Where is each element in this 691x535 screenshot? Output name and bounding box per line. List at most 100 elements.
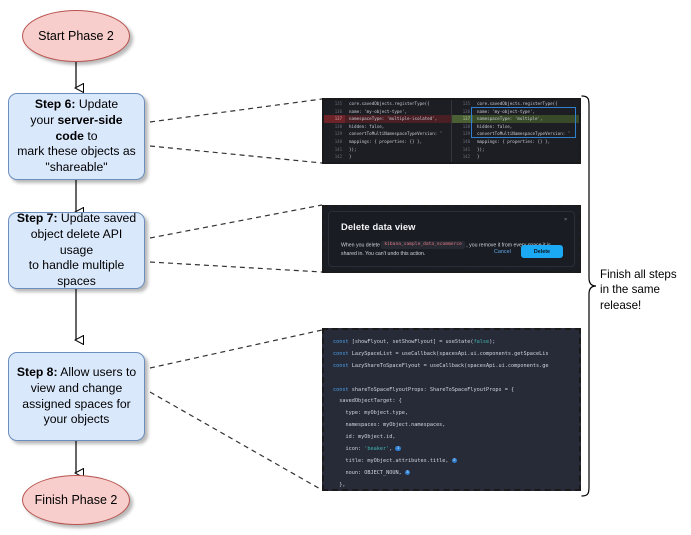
diff-line-number: 142 [462, 154, 470, 160]
modal-title: Delete data view [341, 221, 416, 232]
diff-line-number: 137 [452, 115, 473, 123]
screenshot-registertype-diff[interactable]: 135 core.savedObjects.registerType({ 136 n… [322, 98, 581, 164]
step-7-line3: to handle multiple spaces [28, 258, 125, 288]
modal-body-line2: shared in. You can't undo this action. [341, 251, 426, 258]
modal-body-pre: When you delete [341, 242, 382, 249]
modal-footer: Cancel Delete [494, 245, 563, 258]
diff-line-number: 140 [462, 138, 470, 144]
code-token: id: myObject.id, [333, 434, 396, 441]
diff-line: 140 mappings: { properties: {} }, [324, 138, 451, 146]
code-token: const [333, 350, 352, 357]
diff-line-number: 139 [334, 131, 342, 137]
step-8-text: Step 8: Allow users to view and change a… [17, 365, 136, 427]
code-token: }, [333, 481, 346, 488]
step-6-text: Step 6: Update your server-side code to … [15, 97, 138, 175]
step-8-line4: your objects [43, 412, 110, 427]
cancel-button[interactable]: Cancel [494, 248, 511, 255]
step-7-text: Step 7: Update saved object delete API u… [15, 211, 138, 289]
diff-viewer: 135 core.savedObjects.registerType({ 136 n… [324, 100, 579, 162]
code-line: title: myObject.attributes.title, 2 [324, 456, 579, 468]
code-token: namespaces: myObject.namespaces, [333, 422, 446, 429]
code-line: namespaces: myObject.namespaces, [324, 420, 579, 432]
step-8-line1-rest: Allow users to [57, 365, 137, 380]
code-line: noun: OBJECT_NOUN, 3 [324, 468, 579, 480]
modal-body: When you delete kibana_sample_data_ecomm… [341, 241, 562, 260]
diff-line: 135 core.savedObjects.registerType({ [452, 100, 579, 108]
code-token: LazySpaceList = useCallback(spacesApi.ui… [351, 350, 549, 357]
diff-line-number: 142 [334, 154, 342, 160]
step-8-line2: view and change [30, 380, 123, 395]
diff-line-code: }); [477, 146, 485, 152]
diff-line-code: hidden: false, [477, 123, 513, 129]
code-token: , [389, 446, 396, 453]
code-line: const LazyShareToSpaceFlyout = useCallba… [324, 361, 579, 373]
code-line: const LazySpaceList = useCallback(spaces… [324, 349, 579, 361]
release-note-line: Finish all steps [600, 268, 677, 281]
delete-data-view-modal: × Delete data view When you delete kiban… [328, 211, 575, 267]
diff-line: 141}); [324, 146, 451, 154]
diff-line-code: mappings: { properties: {} }, [477, 138, 551, 144]
finish-node: Finish Phase 2 [22, 475, 130, 525]
diff-line-code: core.savedObjects.registerType({ [349, 101, 430, 106]
step-8-box[interactable]: Step 8: Allow users to view and change a… [8, 352, 145, 441]
diff-line: 137 namespaceType: 'multiple-isolated', [324, 115, 451, 123]
diff-line-number: 141 [462, 146, 470, 152]
code-line: id: myObject.id, [324, 432, 579, 444]
diff-line-code: hidden: false, [349, 123, 385, 129]
step-6-box[interactable]: Step 6: Update your server-side code to … [8, 93, 145, 180]
code-token: const [333, 362, 352, 369]
step-8-line3: assigned spaces for [22, 396, 131, 411]
code-line: type: myObject.type, [324, 408, 579, 420]
code-token: 'beaker' [364, 446, 390, 453]
screenshot-sharetospaceflyout-code[interactable]: const [showFlyout, setShowFlyout] = useS… [322, 328, 581, 491]
code-token: savedObjectTarget: { [333, 398, 402, 405]
diff-line-code: }); [349, 146, 357, 152]
step-6-line3: mark these objects as [17, 144, 136, 159]
close-icon[interactable]: × [564, 217, 567, 223]
step-7-line1-rest: Update saved [57, 211, 137, 226]
code-line: icon: 'beaker', 1 [324, 444, 579, 456]
step-6-label: Step 6: [34, 97, 76, 112]
code-token: noun: OBJECT_NOUN, [333, 469, 405, 476]
code-block: const [showFlyout, setShowFlyout] = useS… [324, 337, 579, 489]
code-annotation-badge: 1 [395, 445, 401, 452]
diff-line: 136 name: 'my-object-type', [452, 108, 579, 116]
step-6-line2-bold: server-side code [55, 113, 123, 143]
diff-line-number: 135 [462, 101, 470, 106]
diff-line-code: core.savedObjects.registerType({ [477, 101, 558, 106]
step-7-box[interactable]: Step 7: Update saved object delete API u… [8, 211, 145, 289]
diff-line-code: mappings: { properties: {} }, [349, 138, 423, 144]
diff-line: 138 hidden: false, [324, 123, 451, 131]
code-token: shareToSpaceFlyoutProps: ShareToSpaceFly… [351, 386, 515, 393]
step-7-line2: object delete API usage [30, 227, 123, 257]
diff-line: 142} [324, 153, 451, 161]
screenshot-delete-dialog[interactable]: × Delete data view When you delete kiban… [322, 205, 581, 273]
diff-line-code: name: 'my-object-type', [477, 108, 535, 114]
diff-line: 137 namespaceType: 'multiple', [452, 115, 579, 123]
code-token: false [473, 339, 490, 345]
start-node-label: Start Phase 2 [38, 29, 114, 43]
code-token: LazyShareToSpaceFlyout = useCallback(spa… [351, 362, 549, 369]
saved-object-id-pill: kibana_sample_data_ecommerce [381, 241, 465, 250]
start-node: Start Phase 2 [22, 10, 130, 62]
diff-line: 139 convertToMultiNamespaceTypeVersion: … [324, 130, 451, 138]
delete-button[interactable]: Delete [520, 245, 563, 258]
diff-line: 140 mappings: { properties: {} }, [452, 138, 579, 146]
step-6-line1-rest: Update [75, 97, 119, 112]
diff-line-number: 138 [334, 123, 342, 129]
code-line: savedObjectTarget: { [324, 396, 579, 408]
diff-line-number: 136 [334, 108, 342, 114]
code-token: icon: [333, 446, 365, 453]
step-8-label: Step 8: [16, 365, 58, 380]
diff-line-number: 139 [462, 131, 470, 137]
code-token: title: myObject.attributes.title, [333, 457, 452, 464]
code-line: const [showFlyout, setShowFlyout] = useS… [324, 337, 579, 349]
diff-line: 141}); [452, 146, 579, 154]
diff-line-code: } [349, 154, 352, 160]
release-note-line: in the same [600, 283, 660, 297]
diff-line-code: namespaceType: 'multiple-isolated', [349, 116, 438, 122]
finish-node-label: Finish Phase 2 [34, 493, 118, 507]
